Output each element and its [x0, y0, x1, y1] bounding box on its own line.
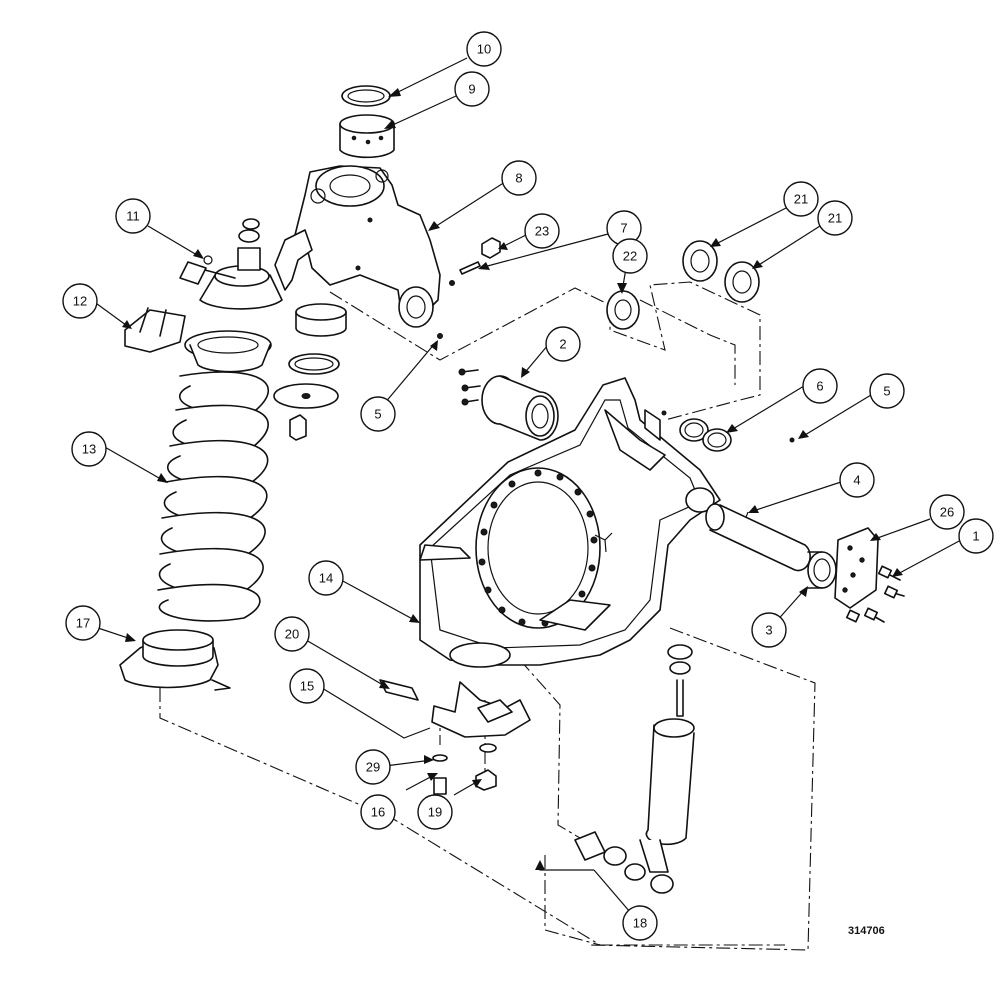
svg-text:10: 10: [477, 42, 491, 57]
svg-text:18: 18: [633, 916, 647, 931]
callout-29: 29: [355, 749, 391, 785]
svg-text:11: 11: [126, 209, 140, 224]
figure-number: 314706: [848, 925, 885, 937]
svg-text:8: 8: [515, 171, 522, 186]
hub-bolt-holes: [478, 469, 598, 627]
svg-text:5: 5: [374, 407, 381, 422]
svg-text:15: 15: [300, 679, 314, 694]
callout-19: 19: [417, 794, 453, 830]
callout-13: 13: [71, 431, 107, 467]
svg-text:1: 1: [972, 529, 979, 544]
steering-knuckle: [274, 165, 455, 339]
callout-4: 4: [839, 462, 875, 498]
svg-text:6: 6: [816, 379, 823, 394]
callout-3: 3: [751, 612, 787, 648]
callout-16: 16: [360, 794, 396, 830]
callout-23: 23: [524, 213, 560, 249]
thrust-washers: [606, 240, 760, 330]
svg-text:2: 2: [559, 337, 566, 352]
callout-17: 17: [65, 605, 101, 641]
callout-21-second: 21: [817, 200, 853, 236]
splined-flange: [458, 368, 559, 441]
lower-bracket: [379, 679, 531, 795]
svg-text:21: 21: [828, 211, 842, 226]
callout-1: 1: [958, 518, 994, 554]
svg-text:3: 3: [765, 623, 772, 638]
callout-18: 18: [622, 905, 658, 941]
callout-20: 20: [274, 616, 310, 652]
callout-2: 2: [545, 326, 581, 362]
svg-text:29: 29: [366, 760, 380, 775]
coil-spring: [157, 371, 270, 622]
spring-upper-seat: [184, 303, 347, 441]
assembly-paths: [159, 281, 816, 951]
shock-absorber: [574, 644, 695, 894]
svg-text:17: 17: [76, 616, 90, 631]
svg-text:21: 21: [794, 192, 808, 207]
callout-5-right: 5: [869, 373, 905, 409]
pivot-tube: [705, 503, 837, 589]
callout-26: 26: [929, 494, 965, 530]
callout-21-first: 21: [783, 181, 819, 217]
svg-text:7: 7: [620, 221, 627, 236]
svg-text:20: 20: [285, 627, 299, 642]
callout-22: 22: [612, 238, 648, 274]
mounting-plate: [834, 527, 905, 623]
callout-11: 11: [115, 198, 151, 234]
svg-text:13: 13: [82, 442, 96, 457]
svg-text:12: 12: [73, 294, 87, 309]
pivot-seals: [644, 409, 795, 452]
upper-spring-mount: [124, 218, 283, 353]
upper-bushing-and-seal: [339, 85, 395, 159]
callout-6: 6: [802, 368, 838, 404]
svg-text:9: 9: [468, 82, 475, 97]
leader-arrowheads: [122, 88, 903, 870]
callout-14: 14: [308, 560, 344, 596]
callout-10: 10: [466, 31, 502, 67]
svg-text:23: 23: [535, 224, 549, 239]
callout-9: 9: [454, 71, 490, 107]
callout-8: 8: [501, 160, 537, 196]
callout-15: 15: [289, 668, 325, 704]
svg-text:14: 14: [319, 571, 333, 586]
svg-text:16: 16: [371, 805, 385, 820]
svg-text:22: 22: [623, 249, 637, 264]
svg-text:5: 5: [883, 384, 890, 399]
callout-12: 12: [62, 283, 98, 319]
pivot-pin: [459, 237, 501, 275]
trailing-arm: [419, 377, 721, 668]
svg-text:19: 19: [428, 805, 442, 820]
svg-text:4: 4: [853, 473, 860, 488]
svg-text:26: 26: [940, 505, 954, 520]
callout-5-left: 5: [360, 396, 396, 432]
lower-spring-seat: [119, 629, 231, 691]
